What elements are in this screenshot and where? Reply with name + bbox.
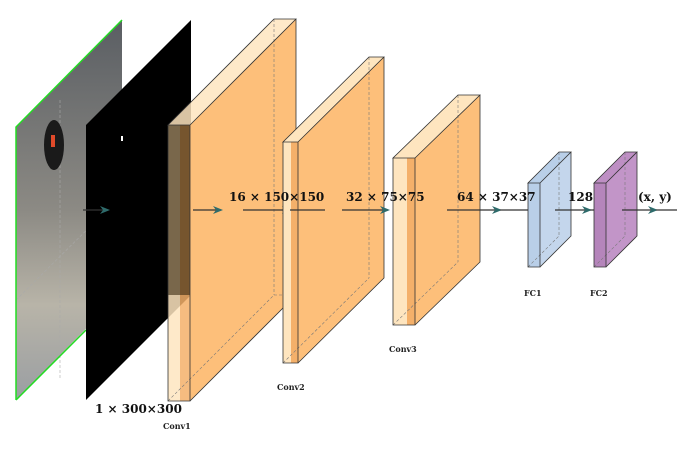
conv3-caption: Conv3 — [389, 344, 417, 354]
conv1-caption: Conv1 — [163, 421, 191, 431]
input-dims-label: 1 × 300×300 — [95, 402, 182, 416]
fc1-caption: FC1 — [524, 288, 542, 298]
fc2-block — [593, 151, 638, 268]
conv1-dims-label: 16 × 150×150 — [229, 190, 324, 204]
conv2-block — [282, 56, 385, 364]
mask-blob — [121, 136, 123, 141]
conv2-dims-label: 32 × 75×75 — [346, 190, 425, 204]
mask-panel — [86, 20, 191, 400]
conv3-dims-label: 64 × 37×37 — [457, 190, 536, 204]
input-border-bottom — [15, 329, 87, 401]
input-border-top — [15, 19, 123, 400]
conv2-caption: Conv2 — [277, 382, 305, 392]
conv1-block — [167, 18, 297, 402]
output-label: (x, y) — [638, 190, 672, 204]
fc1-dims-label: 128 — [568, 190, 593, 204]
target-marker — [51, 135, 55, 147]
fc2-caption: FC2 — [590, 288, 608, 298]
